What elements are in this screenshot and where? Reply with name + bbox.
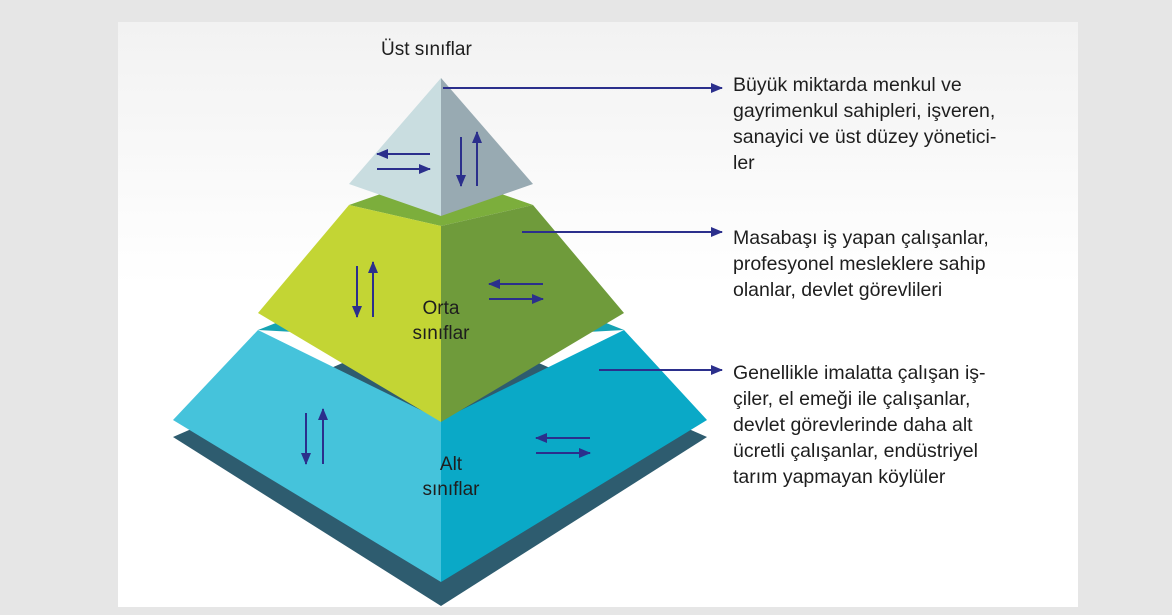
description-line: olanlar, devlet görevlileri [733, 278, 943, 301]
upper-tier-right-face [441, 78, 533, 216]
middle-tier-label: Orta sınıflar [391, 297, 491, 346]
description-line: ücretli çalışanlar, endüstriyel [733, 439, 978, 462]
description-line: Masabaşı iş yapan çalışanlar, [733, 227, 989, 249]
description-line: tarım yapmayan köylüler [733, 465, 946, 488]
middle-tier-left-face [258, 205, 441, 422]
description-line: Genellikle imalatta çalışan iş- [733, 362, 986, 384]
middle-tier-label-line2: sınıflar [412, 322, 470, 344]
description-line: Büyük miktarda menkul ve [733, 74, 962, 96]
upper-tier-description: Büyük miktarda menkul ve gayrimenkul sah… [733, 73, 1053, 177]
description-line: gayrimenkul sahipleri, işveren, [733, 99, 996, 122]
lower-tier-description: Genellikle imalatta çalışan iş- çiler, e… [733, 361, 1053, 491]
description-line: ler [733, 151, 755, 174]
upper-tier-left-face [349, 78, 441, 216]
lower-tier-label-line1: Alt [439, 454, 463, 475]
middle-tier-description: Masabaşı iş yapan çalışanlar, profesyone… [733, 226, 1053, 304]
description-line: sanayici ve üst düzey yönetici- [733, 125, 997, 148]
lower-tier-right-face [441, 330, 707, 582]
middle-tier [258, 173, 624, 422]
middle-tier-right-face [441, 205, 624, 422]
upper-tier-label: Üst sınıflar [381, 39, 472, 60]
upper-tier [349, 78, 533, 216]
description-line: çiler, el emeği ile çalışanlar, [733, 387, 971, 410]
mobility-arrows [301, 83, 723, 465]
middle-tier-label-line1: Orta [422, 298, 460, 319]
lower-tier-label: Alt sınıflar [401, 453, 501, 502]
description-line: profesyonel mesleklere sahip [733, 252, 986, 275]
description-line: devlet görevlerinde daha alt [733, 413, 973, 436]
lower-tier-label-line2: sınıflar [422, 478, 480, 500]
